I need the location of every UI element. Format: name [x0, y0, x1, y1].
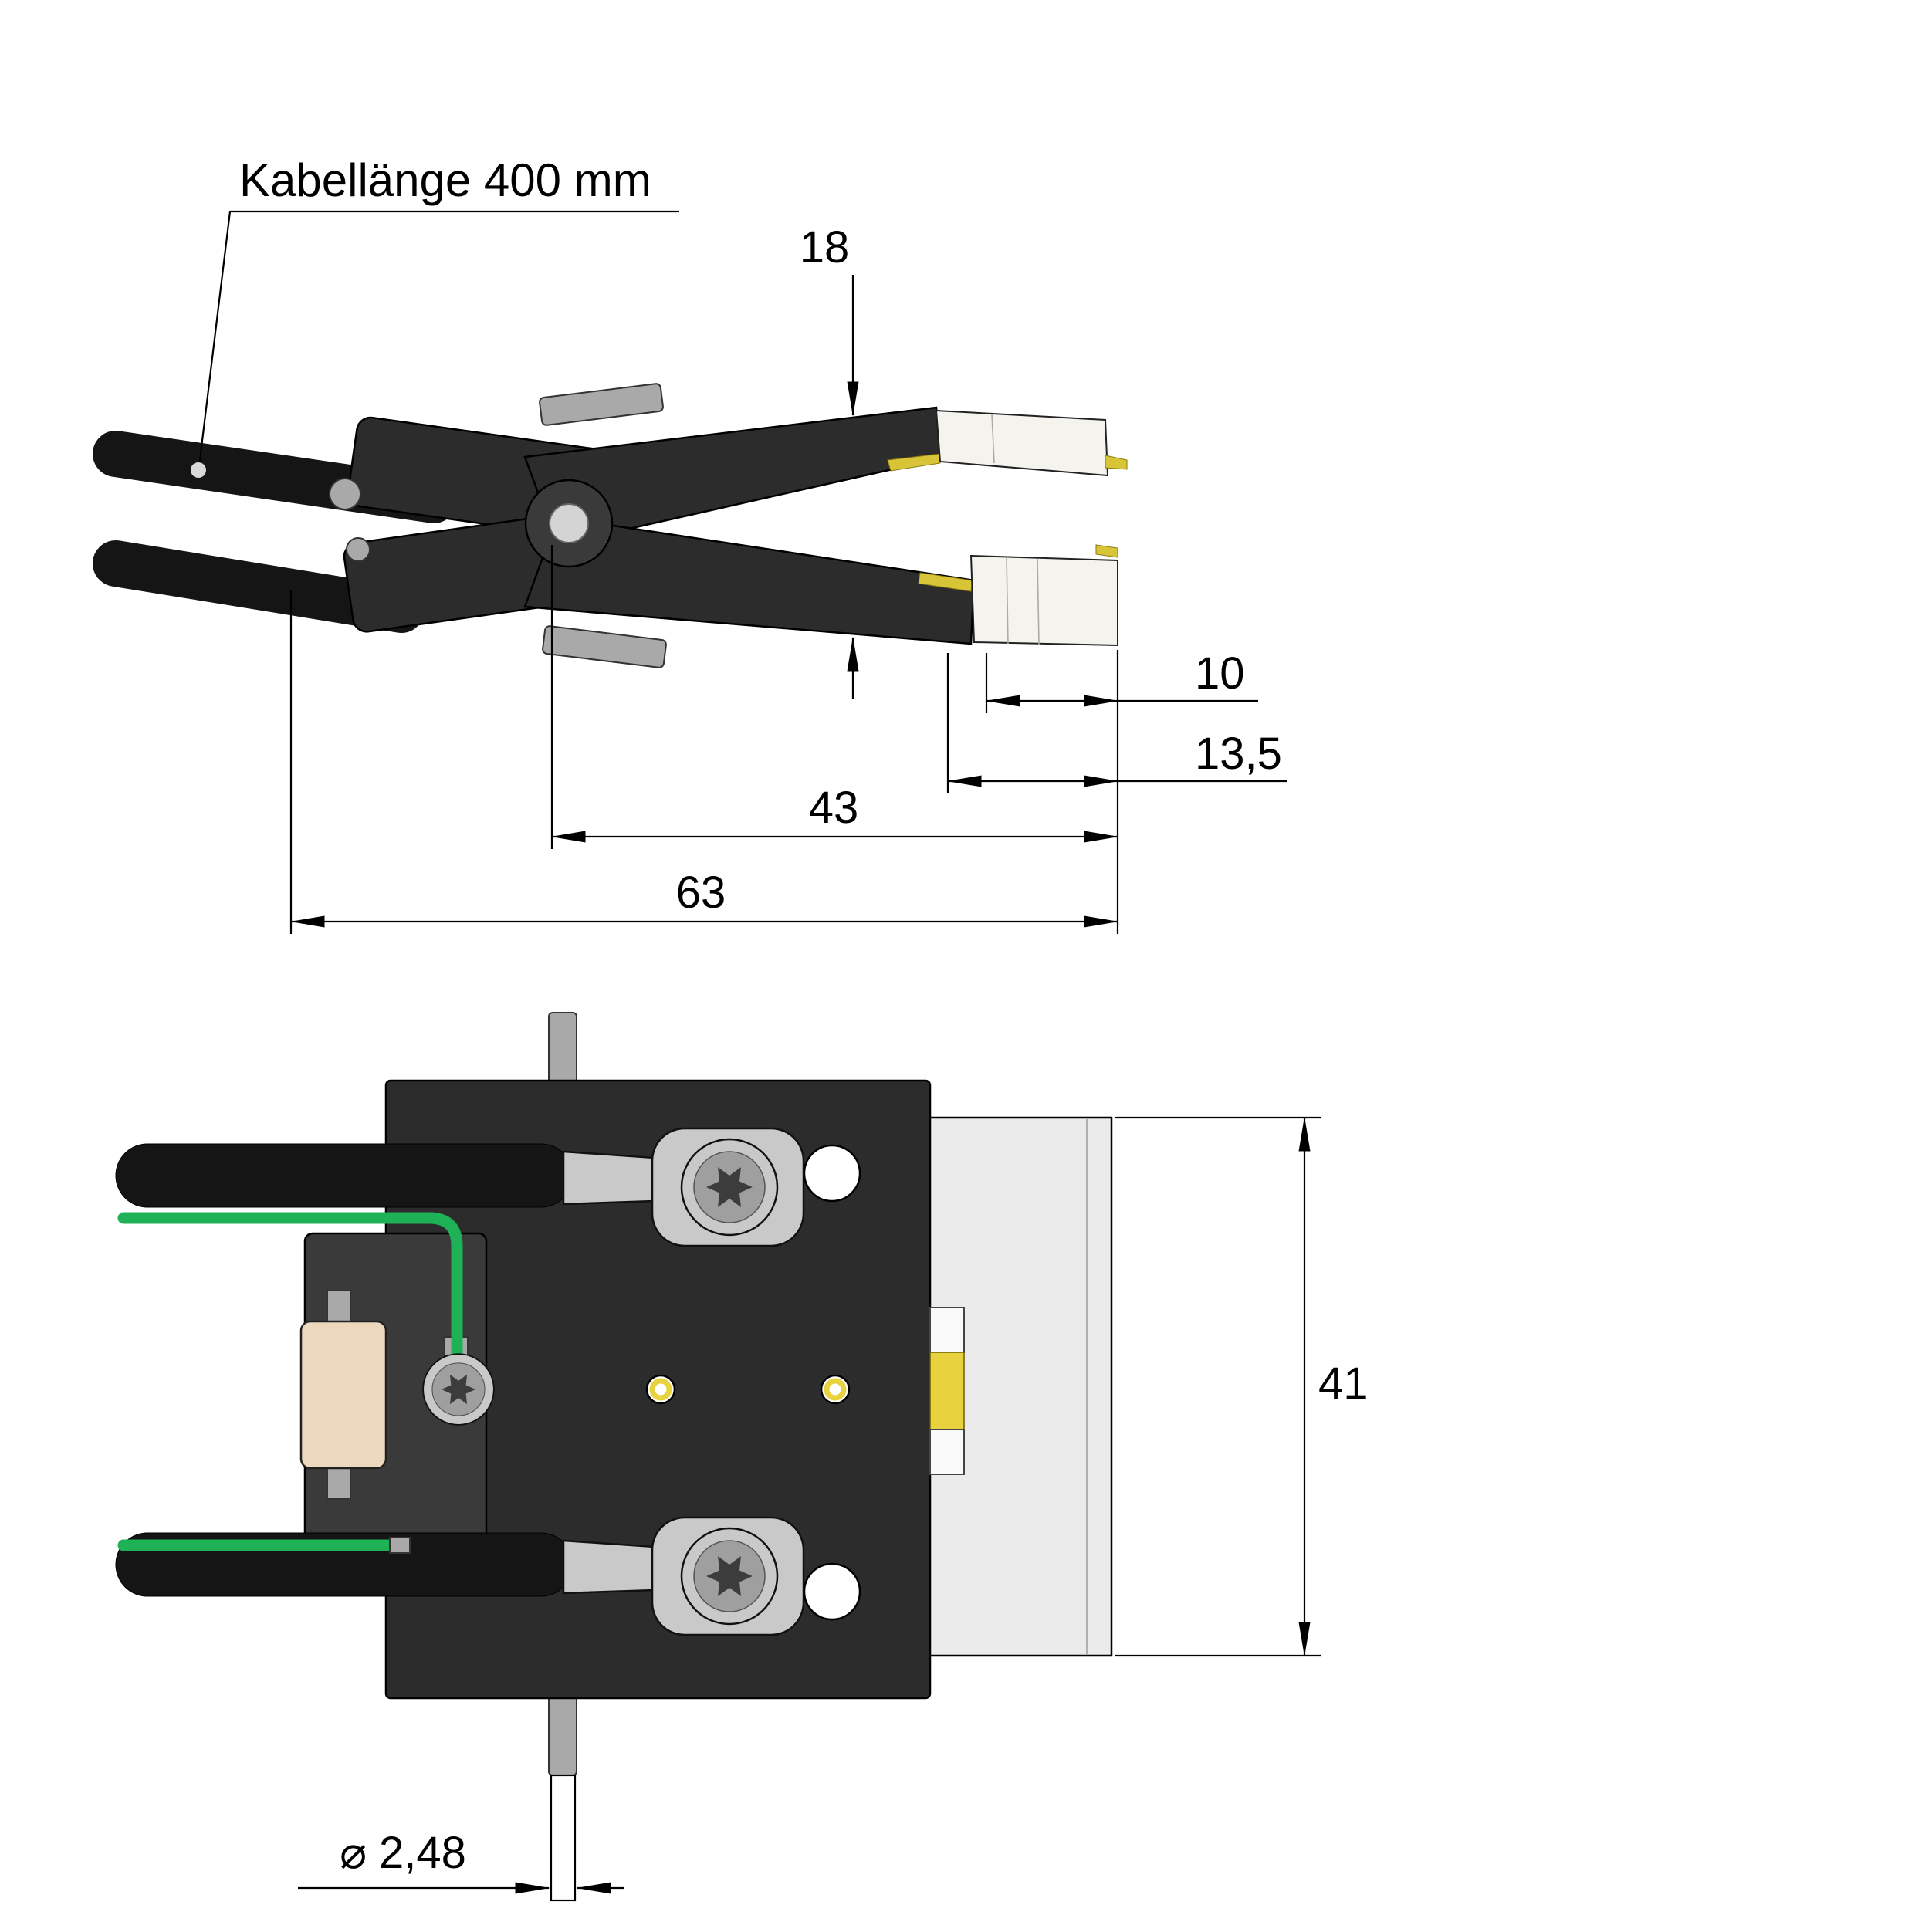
lower-handle-screw — [346, 537, 370, 562]
center-hole-right — [820, 1374, 851, 1405]
cable-length-label: Kabellänge 400 mm — [239, 154, 651, 206]
lower-cable-ferrule — [562, 1539, 656, 1595]
upper-cable-top-view — [115, 1143, 574, 1208]
lower-jaw — [523, 516, 976, 645]
contact-window-bottom — [929, 1429, 965, 1475]
pivot-pin — [549, 503, 589, 543]
roller — [299, 1320, 387, 1470]
bottom-pin — [548, 1688, 577, 1776]
svg-text:43: 43 — [809, 783, 859, 833]
leader-dot — [191, 462, 206, 478]
dim-body-height: 41 — [1115, 1116, 1369, 1657]
lower-jaw-contact-strip — [918, 572, 973, 592]
leader-line — [198, 211, 232, 467]
upper-contact-pin — [1105, 455, 1128, 470]
svg-text:⌀ 2,48: ⌀ 2,48 — [340, 1828, 466, 1878]
dim-overall-length: 63 — [289, 590, 1119, 934]
upper-jaw-contact-strip — [887, 453, 941, 472]
dim-pivot-to-tip: 43 — [550, 545, 1119, 849]
upper-mount-hole — [803, 1144, 861, 1203]
lower-ground-wire-cap — [389, 1537, 411, 1554]
lower-lug-screw — [680, 1527, 779, 1626]
svg-text:41: 41 — [1318, 1358, 1369, 1409]
dim-contact-length: 10 — [985, 648, 1258, 713]
lower-contact-block — [969, 544, 1118, 647]
lower-spring-tab — [542, 625, 667, 668]
dim-pin-diameter: ⌀ 2,48 — [298, 1828, 624, 1894]
contact-jaw-block — [929, 1116, 1113, 1657]
center-hole-left — [645, 1374, 676, 1405]
side-view: Kabellänge 400 mm 18 10 13,5 — [93, 154, 1287, 934]
upper-ground-wire — [117, 1212, 463, 1358]
upper-lug-screw — [680, 1138, 779, 1237]
svg-text:13,5: 13,5 — [1195, 729, 1282, 779]
svg-text:63: 63 — [676, 868, 726, 918]
dim-tip-length: 13,5 — [946, 653, 1287, 793]
lower-mount-hole — [803, 1562, 861, 1621]
ground-screw — [422, 1353, 495, 1426]
upper-cable-ferrule — [562, 1150, 656, 1206]
roller-axle-top — [327, 1290, 351, 1324]
dim-jaw-height: 18 — [800, 222, 859, 699]
contact-strip-yellow — [929, 1352, 965, 1430]
contact-window-top — [929, 1307, 965, 1353]
svg-text:10: 10 — [1195, 648, 1245, 699]
bottom-pin-tip — [550, 1774, 577, 1902]
upper-handle-screw — [329, 478, 361, 510]
upper-spring-tab — [539, 383, 664, 426]
roller-axle-bottom — [327, 1466, 351, 1500]
upper-contact-block — [935, 409, 1128, 477]
top-pin — [548, 1012, 577, 1088]
cable-length-callout: Kabellänge 400 mm — [191, 154, 679, 478]
top-view: 41 ⌀ 2,48 — [115, 1012, 1369, 1902]
lower-contact-pin — [1095, 544, 1118, 558]
svg-text:18: 18 — [800, 222, 850, 272]
